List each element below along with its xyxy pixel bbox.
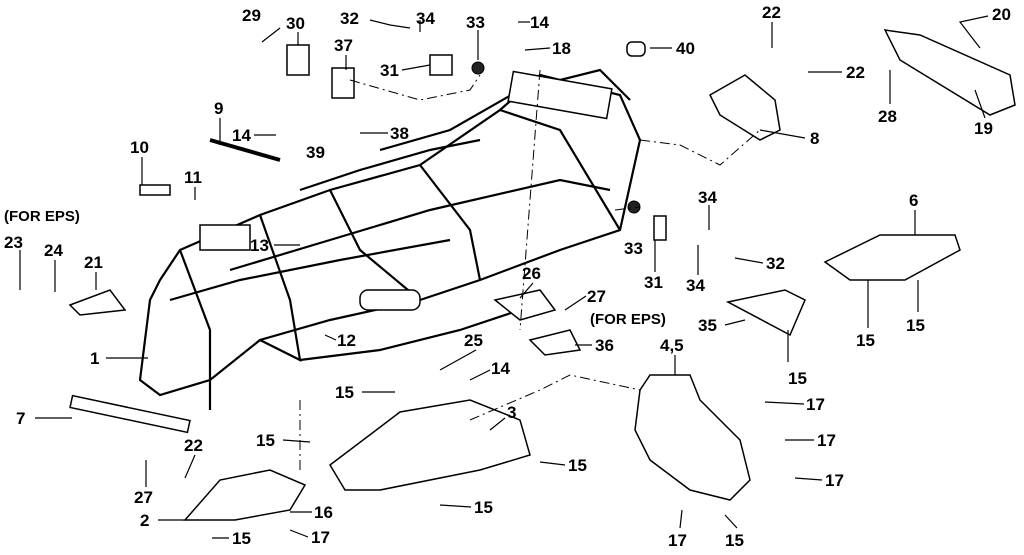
callout-22: 22: [762, 3, 781, 22]
leader-line: [564, 295, 587, 311]
callout-17: 17: [311, 528, 330, 547]
callout-33: 33: [466, 13, 485, 32]
leader-line: [764, 401, 805, 405]
callout-25: 25: [464, 331, 483, 350]
callout-34: 34: [698, 188, 717, 207]
leader-line: [369, 19, 411, 29]
callout-32: 32: [340, 9, 359, 28]
assembly-line: [614, 206, 641, 211]
callout-36: 36: [595, 336, 614, 355]
callout-28: 28: [878, 107, 897, 126]
assembly-line: [519, 69, 541, 331]
callout-18: 18: [552, 39, 571, 58]
callout-40: 40: [676, 39, 695, 58]
callout-23: 23: [4, 233, 23, 252]
for-eps-note: (FOR EPS): [590, 311, 666, 328]
callout-15: 15: [788, 369, 807, 388]
callout-17: 17: [806, 395, 825, 414]
callout-1: 1: [90, 349, 99, 368]
for-eps-note: (FOR EPS): [4, 208, 80, 225]
callout-29: 29: [242, 6, 261, 25]
callout-17: 17: [817, 431, 836, 450]
callout-9: 9: [214, 99, 223, 118]
callout-15: 15: [906, 316, 925, 335]
leader-line: [439, 504, 472, 508]
assembly-line: [469, 374, 641, 421]
leader-lines: [19, 15, 989, 539]
callout-14: 14: [491, 359, 510, 378]
callout-37: 37: [334, 36, 353, 55]
callout-15: 15: [335, 383, 354, 402]
callout-17: 17: [825, 471, 844, 490]
leader-line: [184, 454, 196, 479]
callout-12: 12: [337, 331, 356, 350]
leader-line: [489, 417, 506, 431]
leader-line: [539, 461, 566, 466]
callout-10: 10: [130, 138, 149, 157]
leader-line: [724, 319, 746, 326]
callout-11: 11: [184, 168, 202, 187]
callout-27: 27: [134, 488, 153, 507]
leader-line: [759, 129, 806, 139]
leader-line: [974, 89, 986, 119]
callout-15: 15: [232, 529, 251, 548]
callout-35: 35: [698, 316, 717, 335]
callout-24: 24: [44, 241, 63, 260]
callout-6: 6: [909, 191, 918, 210]
callout-17: 17: [668, 531, 687, 550]
leader-line: [439, 349, 477, 371]
callout-15: 15: [725, 531, 744, 550]
callout-13: 13: [250, 236, 269, 255]
leader-line: [282, 439, 311, 443]
callout-2: 2: [140, 511, 149, 530]
callout-31: 31: [380, 61, 399, 80]
callout-14: 14: [530, 13, 549, 32]
callout-15: 15: [474, 498, 493, 517]
leader-line: [289, 529, 309, 538]
leader-line: [794, 477, 823, 481]
callout-15: 15: [256, 431, 275, 450]
callout-22: 22: [846, 63, 865, 82]
callout-4-5: 4,5: [660, 336, 684, 355]
callout-15: 15: [856, 331, 875, 350]
callout-16: 16: [314, 503, 333, 522]
callout-19: 19: [974, 119, 993, 138]
callout-30: 30: [286, 14, 305, 33]
callout-22: 22: [184, 436, 203, 455]
callout-39: 39: [306, 143, 325, 162]
component-drawings: [68, 29, 1016, 521]
leader-line: [524, 47, 551, 51]
leader-line: [401, 64, 431, 71]
leader-line: [469, 369, 491, 381]
callout-32: 32: [766, 254, 785, 273]
callout-14: 14: [232, 126, 251, 145]
leader-line: [724, 514, 738, 529]
callout-26: 26: [522, 264, 541, 283]
leader-line: [324, 334, 337, 341]
callout-15: 15: [568, 456, 587, 475]
leader-line: [958, 15, 989, 49]
callout-21: 21: [84, 253, 103, 272]
callout-31: 31: [644, 273, 663, 292]
callout-34: 34: [416, 9, 435, 28]
callout-33: 33: [624, 239, 643, 258]
callout-8: 8: [810, 129, 819, 148]
frame-drawing: [138, 68, 642, 410]
leader-line: [261, 27, 281, 43]
assembly-line: [639, 129, 761, 166]
callout-3: 3: [507, 403, 516, 422]
callout-34: 34: [686, 276, 705, 295]
callout-38: 38: [390, 124, 409, 143]
callout-20: 20: [992, 5, 1011, 24]
leader-line: [734, 257, 764, 264]
leader-line: [679, 509, 683, 529]
callout-27: 27: [587, 287, 606, 306]
assembly-line: [349, 74, 481, 101]
callout-7: 7: [16, 409, 25, 428]
